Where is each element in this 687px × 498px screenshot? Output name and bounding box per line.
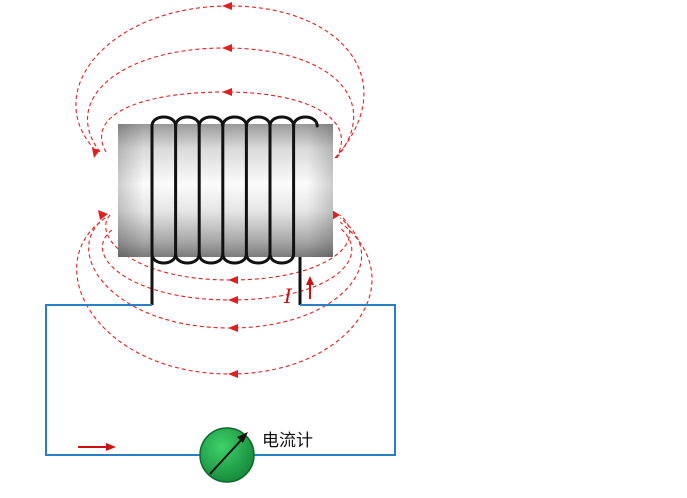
arrow-right-icon (332, 210, 340, 220)
arrow-up-icon (306, 276, 314, 285)
current-label: I (283, 284, 293, 308)
circuit-wires (45, 257, 396, 456)
field-line-bottom-3 (76, 221, 373, 375)
field-direction-arrows (92, 2, 340, 378)
field-line-bottom-4 (101, 227, 353, 301)
coil-windings (150, 115, 319, 265)
arrow-left-icon (228, 296, 238, 304)
arrow-left-icon (228, 370, 238, 378)
arrow-down-icon (92, 148, 100, 158)
arrow-right-icon (106, 443, 116, 451)
arrow-left-icon (228, 324, 238, 332)
arrow-left-icon (222, 2, 232, 10)
core-shading (118, 124, 333, 257)
solenoid-core (118, 124, 333, 257)
coil-turn-top-loop (292, 115, 319, 128)
arrow-left-icon (228, 276, 238, 284)
meter-needle (209, 437, 244, 475)
circuit-loop (45, 304, 396, 456)
coil-turn-bottom-loop (268, 252, 296, 265)
arrow-left-icon (222, 88, 232, 96)
needle-arrow-icon (237, 432, 248, 443)
current-indicators: I (78, 276, 314, 451)
arrow-left-icon (222, 44, 232, 52)
arrow-right-icon (98, 210, 108, 220)
meter-label: 电流计 (262, 431, 313, 451)
galvanometer: 电流计 (199, 427, 313, 483)
